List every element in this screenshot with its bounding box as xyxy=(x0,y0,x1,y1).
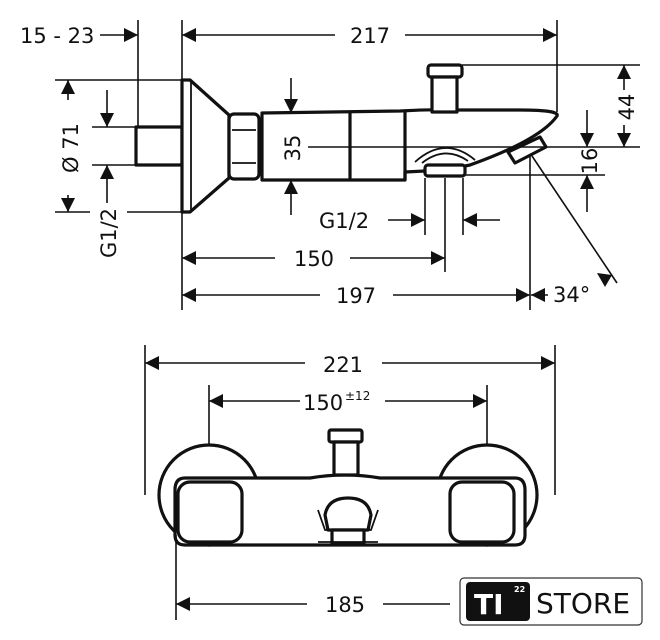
dim-body-height: 35 xyxy=(281,135,305,162)
diverter-stem-front xyxy=(332,440,360,477)
outlet-front xyxy=(323,496,373,532)
diverter-knob xyxy=(426,63,464,79)
dim-spout-angle: 34° xyxy=(553,283,590,307)
wall-flange xyxy=(180,78,231,214)
right-handle xyxy=(448,480,516,544)
mixer-body xyxy=(260,108,559,182)
dim-body-width: 185 xyxy=(325,593,365,617)
diverter-knob-front xyxy=(327,428,364,444)
dim-centre-tolerance: ±12 xyxy=(345,389,370,403)
front-view: 221 150 ±12 185 xyxy=(144,345,556,620)
dim-overall-width: 221 xyxy=(323,353,363,377)
side-view: 15 - 23 217 Ø 71 G1/2 xyxy=(20,20,640,310)
logo-superscript: 22 xyxy=(514,585,525,594)
dim-inlet-thread: G1/2 xyxy=(97,208,121,258)
dim-outlet-distance: 150 xyxy=(294,247,334,271)
logo-word: STORE xyxy=(536,587,630,620)
left-handle xyxy=(176,480,244,544)
dim-flange-diameter: Ø 71 xyxy=(59,123,83,173)
dim-outlet-thread: G1/2 xyxy=(319,209,369,233)
dim-knob-height: 44 xyxy=(615,94,639,121)
dim-outlet-drop: 16 xyxy=(578,148,602,175)
outlet-aerator xyxy=(423,163,467,178)
dim-overall-length: 217 xyxy=(350,24,390,48)
logo-mark: TI xyxy=(474,588,504,621)
inlet-pipe xyxy=(134,125,184,167)
angle-line xyxy=(531,155,618,284)
union-nut xyxy=(227,112,261,181)
dim-spout-length: 197 xyxy=(336,284,376,308)
store-logo: TI 22 STORE xyxy=(459,577,643,626)
dim-centre-distance: 150 xyxy=(303,391,343,415)
diverter-stem xyxy=(430,75,459,114)
dim-wall-depth: 15 - 23 xyxy=(20,24,94,48)
